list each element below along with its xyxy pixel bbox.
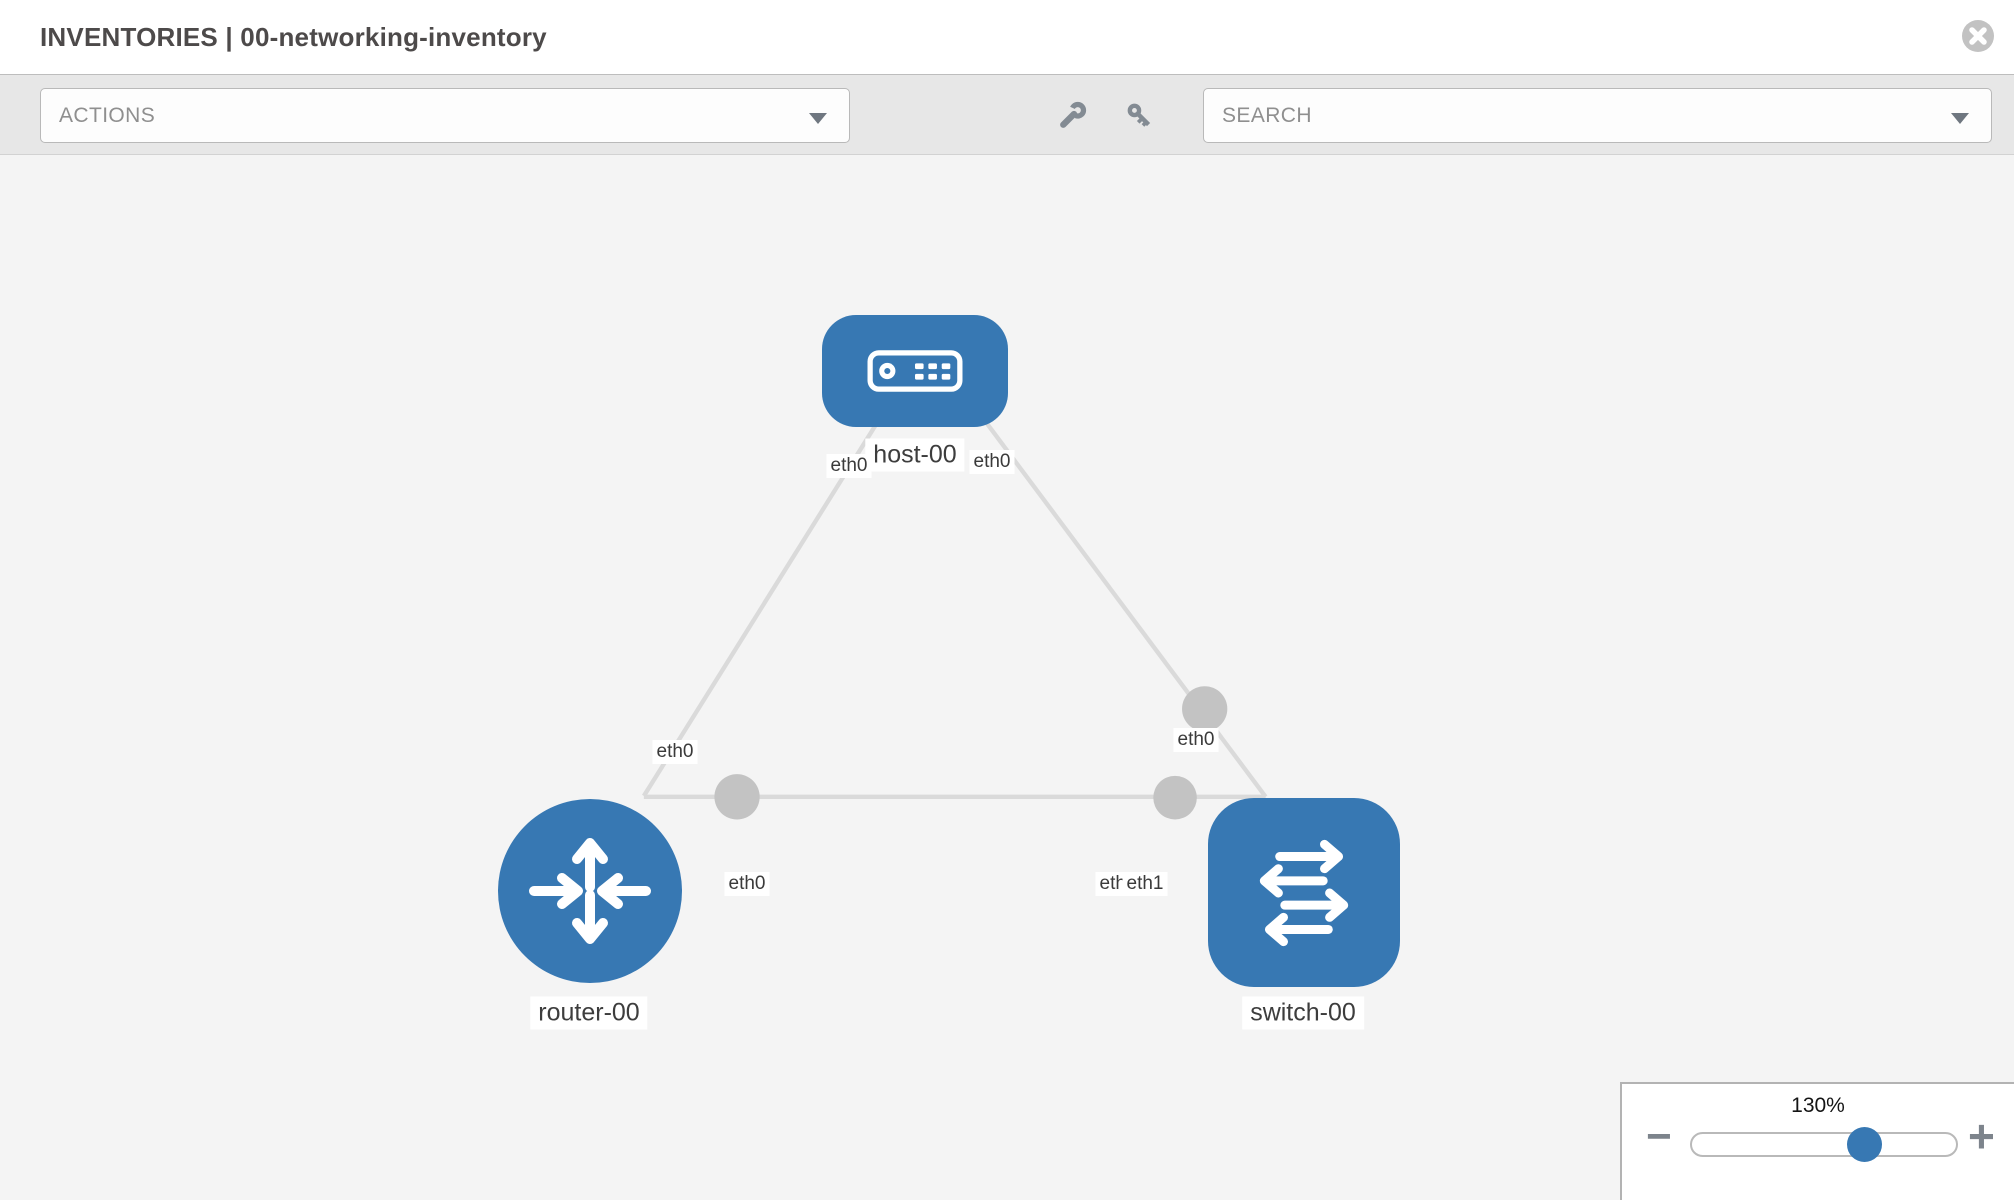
zoom-in-button[interactable]: + <box>1968 1110 1995 1162</box>
key-button[interactable] <box>1125 101 1155 131</box>
zoom-level: 130% <box>1791 1094 1845 1117</box>
node-switch-00[interactable] <box>1208 798 1400 987</box>
wrench-icon <box>1060 101 1087 128</box>
key-icon <box>1127 103 1151 127</box>
interface-label: eth0 <box>969 450 1015 474</box>
actions-dropdown-label: ACTIONS <box>59 103 156 127</box>
chevron-down-icon <box>1951 113 1969 124</box>
interface-label: eth0 <box>724 872 770 896</box>
node-label-switch: switch-00 <box>1242 996 1364 1030</box>
interface-connector[interactable] <box>1182 686 1228 732</box>
zoom-slider-thumb[interactable] <box>1847 1127 1882 1162</box>
switch-icon <box>1259 839 1349 946</box>
host-icon <box>867 350 963 392</box>
interface-label: eth0 <box>826 454 872 478</box>
close-button[interactable] <box>1961 19 1995 53</box>
page-title: INVENTORIES | 00-networking-inventory <box>40 22 547 52</box>
zoom-widget: 130% − + <box>1620 1082 2014 1200</box>
close-icon <box>1962 20 1994 52</box>
zoom-out-button[interactable]: − <box>1646 1112 1672 1161</box>
topology-links-layer <box>642 341 1268 820</box>
interface-label: eth0 <box>1173 728 1219 752</box>
interface-label: eth0 <box>652 740 698 764</box>
interface-connector[interactable] <box>1153 775 1197 820</box>
router-icon <box>529 838 651 944</box>
actions-dropdown[interactable]: ACTIONS <box>40 88 850 143</box>
interface-connector[interactable] <box>714 774 760 820</box>
node-label-router: router-00 <box>530 996 648 1030</box>
topology-canvas[interactable]: host-00 router-00 switch-00 eth0 eth0 et… <box>0 155 2014 1200</box>
zoom-slider-track[interactable] <box>1690 1132 1958 1157</box>
toolbar: ACTIONS SEARCH <box>0 74 2014 155</box>
node-label-host: host-00 <box>865 438 965 472</box>
node-router-00[interactable] <box>498 799 682 983</box>
wrench-button[interactable] <box>1057 101 1087 131</box>
header: INVENTORIES | 00-networking-inventory <box>0 0 2014 74</box>
chevron-down-icon <box>809 113 827 124</box>
search-dropdown[interactable]: SEARCH <box>1203 88 1992 143</box>
interface-label: eth1 <box>1122 872 1168 896</box>
node-host-00[interactable] <box>822 315 1008 427</box>
search-dropdown-label: SEARCH <box>1222 103 1312 127</box>
